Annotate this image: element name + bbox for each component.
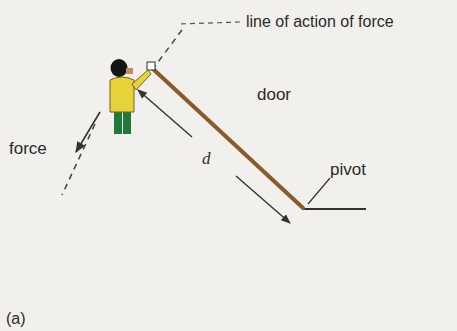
force-arrow: [76, 112, 100, 152]
part-label: pivot: [330, 161, 366, 178]
callout-label: line of action of force: [246, 14, 394, 30]
door-panel: [152, 68, 303, 208]
figure-label: (a): [6, 311, 26, 327]
leader-line: [308, 178, 330, 204]
distance-arrow: [236, 176, 290, 223]
line-of-action: [62, 124, 95, 195]
child-figure: [110, 59, 151, 134]
wall-line: [302, 208, 366, 210]
part-label: door: [257, 86, 291, 103]
line-of-action: [152, 30, 182, 70]
leader-line: [178, 22, 240, 24]
distance-arrow: [138, 90, 192, 137]
force-label: force: [9, 140, 47, 157]
distance-label: d: [202, 150, 211, 167]
door-handle: [147, 62, 155, 70]
